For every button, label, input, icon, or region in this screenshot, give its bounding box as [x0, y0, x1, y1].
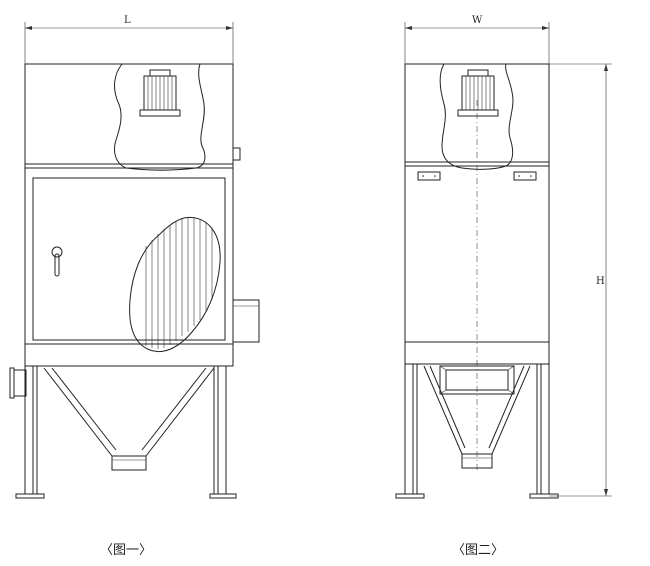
hopper — [420, 363, 534, 469]
inlet-flange — [9, 367, 27, 399]
side-control-box — [232, 299, 260, 343]
access-door — [32, 177, 226, 341]
figure-1-caption: 〈图一〉 — [100, 543, 152, 558]
dimension-label-h: H — [596, 276, 605, 287]
dimension-label-l: L — [124, 15, 131, 26]
dimension-width-w: W — [404, 15, 550, 64]
hood-cutaway-outline — [113, 63, 206, 171]
figure-2-caption: 〈图二〉 — [452, 543, 504, 558]
fan-motor-icon — [139, 69, 181, 117]
figure-1-front-view: L — [9, 15, 260, 558]
upper-hood-box — [24, 63, 234, 165]
dimension-height-h: H — [549, 63, 612, 497]
dimension-label-w: W — [472, 15, 483, 26]
filter-cutaway — [129, 216, 221, 352]
nameplate-right — [513, 171, 537, 181]
fan-motor-icon — [457, 69, 499, 117]
side-bracket — [232, 147, 241, 161]
nameplate-left — [417, 171, 441, 181]
hood-cutaway-outline — [439, 63, 514, 170]
inlet-opening — [439, 365, 515, 395]
figure-2-side-view: W H — [395, 15, 612, 558]
door-handle-icon — [51, 246, 63, 277]
lower-band — [24, 343, 234, 367]
dimension-width-l: L — [24, 15, 234, 64]
support-legs — [395, 363, 559, 499]
hopper — [38, 365, 220, 471]
support-legs — [15, 365, 237, 499]
